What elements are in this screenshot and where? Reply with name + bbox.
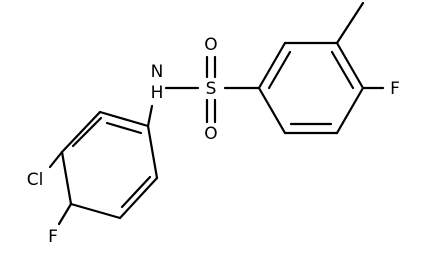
left-benzene-ring	[60, 110, 159, 220]
bond	[257, 86, 287, 135]
bond	[335, 86, 365, 135]
aromatic-double-bond	[71, 116, 103, 148]
aromatic-double-bond	[267, 50, 292, 90]
atom-label-s: S	[206, 79, 217, 99]
bond	[257, 41, 287, 90]
bond-c-methyl	[335, 1, 365, 45]
atom-label-f-left: F	[48, 227, 58, 247]
aromatic-double-bond	[330, 50, 355, 90]
aromatic-double-bond	[120, 175, 152, 209]
bond-c-n	[146, 104, 154, 128]
atom-label-cl: Cl	[27, 170, 44, 190]
bond	[146, 124, 159, 180]
bond	[60, 150, 73, 206]
right-benzene-ring	[257, 41, 365, 135]
atom-label-o-top: O	[204, 35, 217, 55]
bond	[335, 41, 365, 90]
bond-c-cl	[48, 150, 64, 169]
atom-label-f-right: F	[390, 79, 400, 99]
bond	[98, 110, 150, 128]
bond	[69, 202, 122, 220]
aromatic-double-bond	[105, 121, 143, 135]
bond-c-f-left	[57, 202, 73, 226]
atom-label-n: N	[151, 62, 164, 82]
bond	[118, 176, 159, 220]
atom-label-o-bottom: O	[204, 124, 217, 144]
bond	[60, 110, 102, 154]
atom-label-h: H	[151, 83, 164, 103]
